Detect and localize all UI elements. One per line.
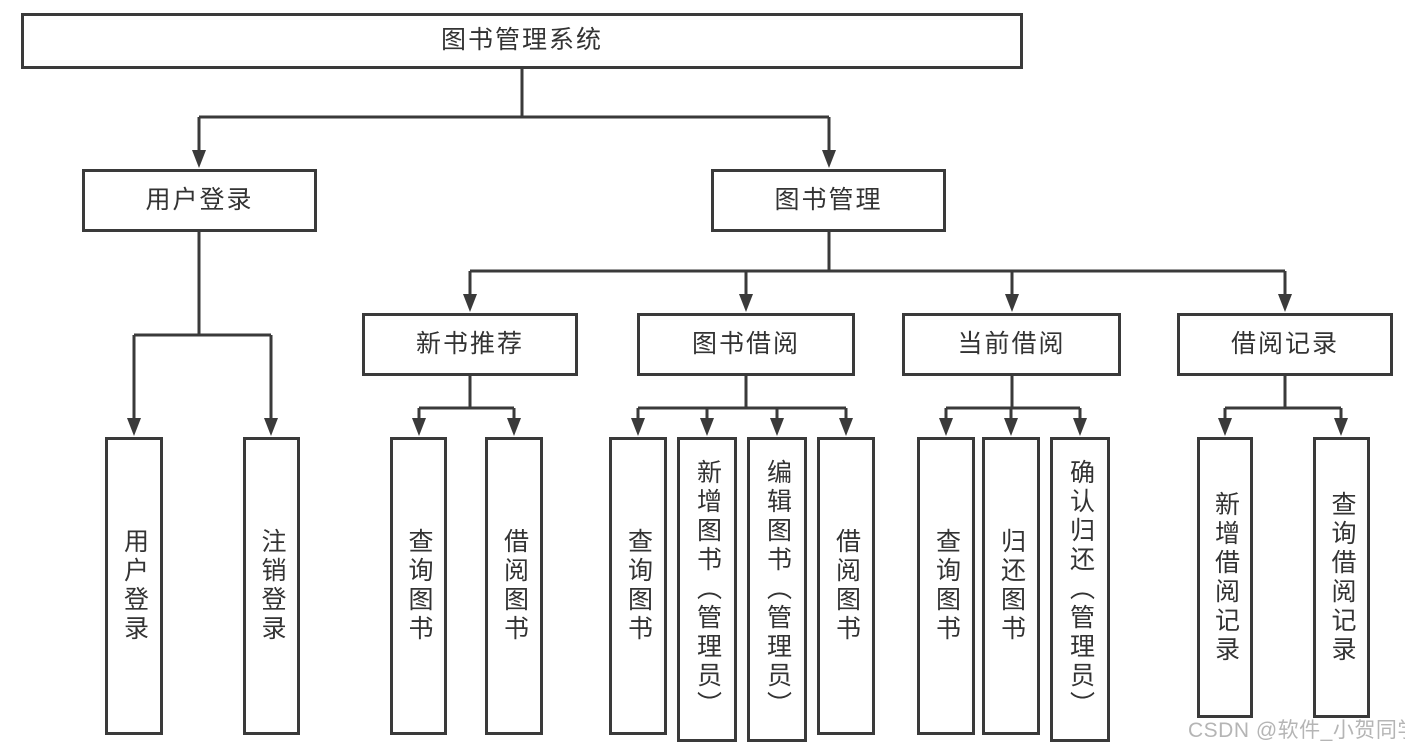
arrowhead [264, 418, 278, 436]
node-new-book-recommend: 新书推荐 [362, 313, 578, 376]
node-root-system: 图书管理系统 [21, 13, 1023, 69]
node-leaf-logout: 注销登录 [243, 437, 300, 735]
edges-book-borrow-children [631, 376, 853, 436]
node-user-login: 用户登录 [82, 169, 317, 232]
arrowhead [1004, 418, 1018, 436]
node-book-management: 图书管理 [711, 169, 946, 232]
arrowhead [839, 418, 853, 436]
node-leaf-query-books-current: 查询图书 [917, 437, 975, 735]
node-book-borrowing: 图书借阅 [637, 313, 855, 376]
node-leaf-return-books: 归还图书 [982, 437, 1040, 735]
node-leaf-edit-books-admin: 编辑图书（管理员） [747, 437, 807, 742]
arrowhead [127, 418, 141, 436]
arrowhead [700, 418, 714, 436]
edges-root-to-level2 [192, 69, 836, 168]
arrowhead [1278, 294, 1292, 312]
edges-borrow-records-children [1218, 376, 1348, 436]
arrowhead [631, 418, 645, 436]
arrowhead [939, 418, 953, 436]
node-current-borrowing: 当前借阅 [902, 313, 1121, 376]
arrowhead [192, 150, 206, 168]
arrowhead [822, 150, 836, 168]
arrowhead [739, 294, 753, 312]
node-leaf-add-borrow-record: 新增借阅记录 [1197, 437, 1253, 718]
arrowhead [463, 294, 477, 312]
csdn-watermark: CSDN @软件_小贺同学 [1188, 719, 1405, 742]
arrowhead [770, 418, 784, 436]
edges-new-book-rec-children [412, 376, 521, 436]
node-leaf-query-books-recommend: 查询图书 [390, 437, 447, 735]
edges-current-borrow-children [939, 376, 1087, 436]
arrowhead [1073, 418, 1087, 436]
node-leaf-query-borrow-record: 查询借阅记录 [1313, 437, 1370, 718]
node-leaf-query-books-borrowing: 查询图书 [609, 437, 667, 735]
arrowhead [507, 418, 521, 436]
arrowhead [1334, 418, 1348, 436]
node-borrowing-records: 借阅记录 [1177, 313, 1393, 376]
edges-user-login-children [127, 232, 278, 436]
arrowhead [1005, 294, 1019, 312]
node-leaf-borrow-books-recommend: 借阅图书 [485, 437, 543, 735]
arrowhead [1218, 418, 1232, 436]
arrowhead [412, 418, 426, 436]
node-leaf-confirm-return-admin: 确认归还（管理员） [1050, 437, 1110, 742]
node-leaf-borrow-books-borrowing: 借阅图书 [817, 437, 875, 735]
node-leaf-add-books-admin: 新增图书（管理员） [677, 437, 737, 742]
node-leaf-user-login: 用户登录 [105, 437, 163, 735]
edges-book-mgmt-children [463, 232, 1292, 312]
